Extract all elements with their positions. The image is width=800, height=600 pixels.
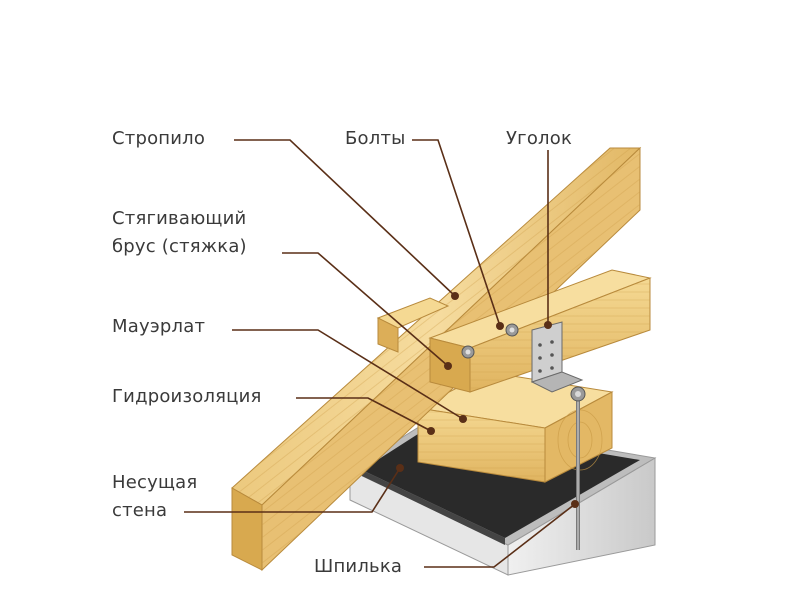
leader-bolts <box>412 139 501 327</box>
label-bolts: Болты <box>345 128 406 149</box>
leader-dots <box>396 292 579 508</box>
label-tie-beam-line1: Стягивающий <box>112 208 247 229</box>
leader-stud <box>424 503 576 568</box>
leader-rafter <box>234 139 456 297</box>
leader-mauerlat <box>232 329 464 420</box>
label-tie-beam-line2: брус (стяжка) <box>112 236 247 257</box>
label-mauerlat: Мауэрлат <box>112 316 206 337</box>
leader-tie-beam <box>282 252 449 367</box>
bolts <box>461 323 519 359</box>
label-angle: Уголок <box>506 128 573 149</box>
label-waterproofing: Гидроизоляция <box>112 386 262 407</box>
label-stud: Шпилька <box>314 556 403 577</box>
label-wall-line1: Несущая <box>112 472 198 493</box>
leader-wall <box>184 467 401 513</box>
stud-rod <box>570 386 586 550</box>
leader-lines <box>184 139 576 568</box>
label-rafter: Стропило <box>112 128 206 149</box>
label-wall-line2: стена <box>112 500 168 521</box>
steel-angle <box>530 321 584 393</box>
leader-waterproofing <box>296 397 432 432</box>
